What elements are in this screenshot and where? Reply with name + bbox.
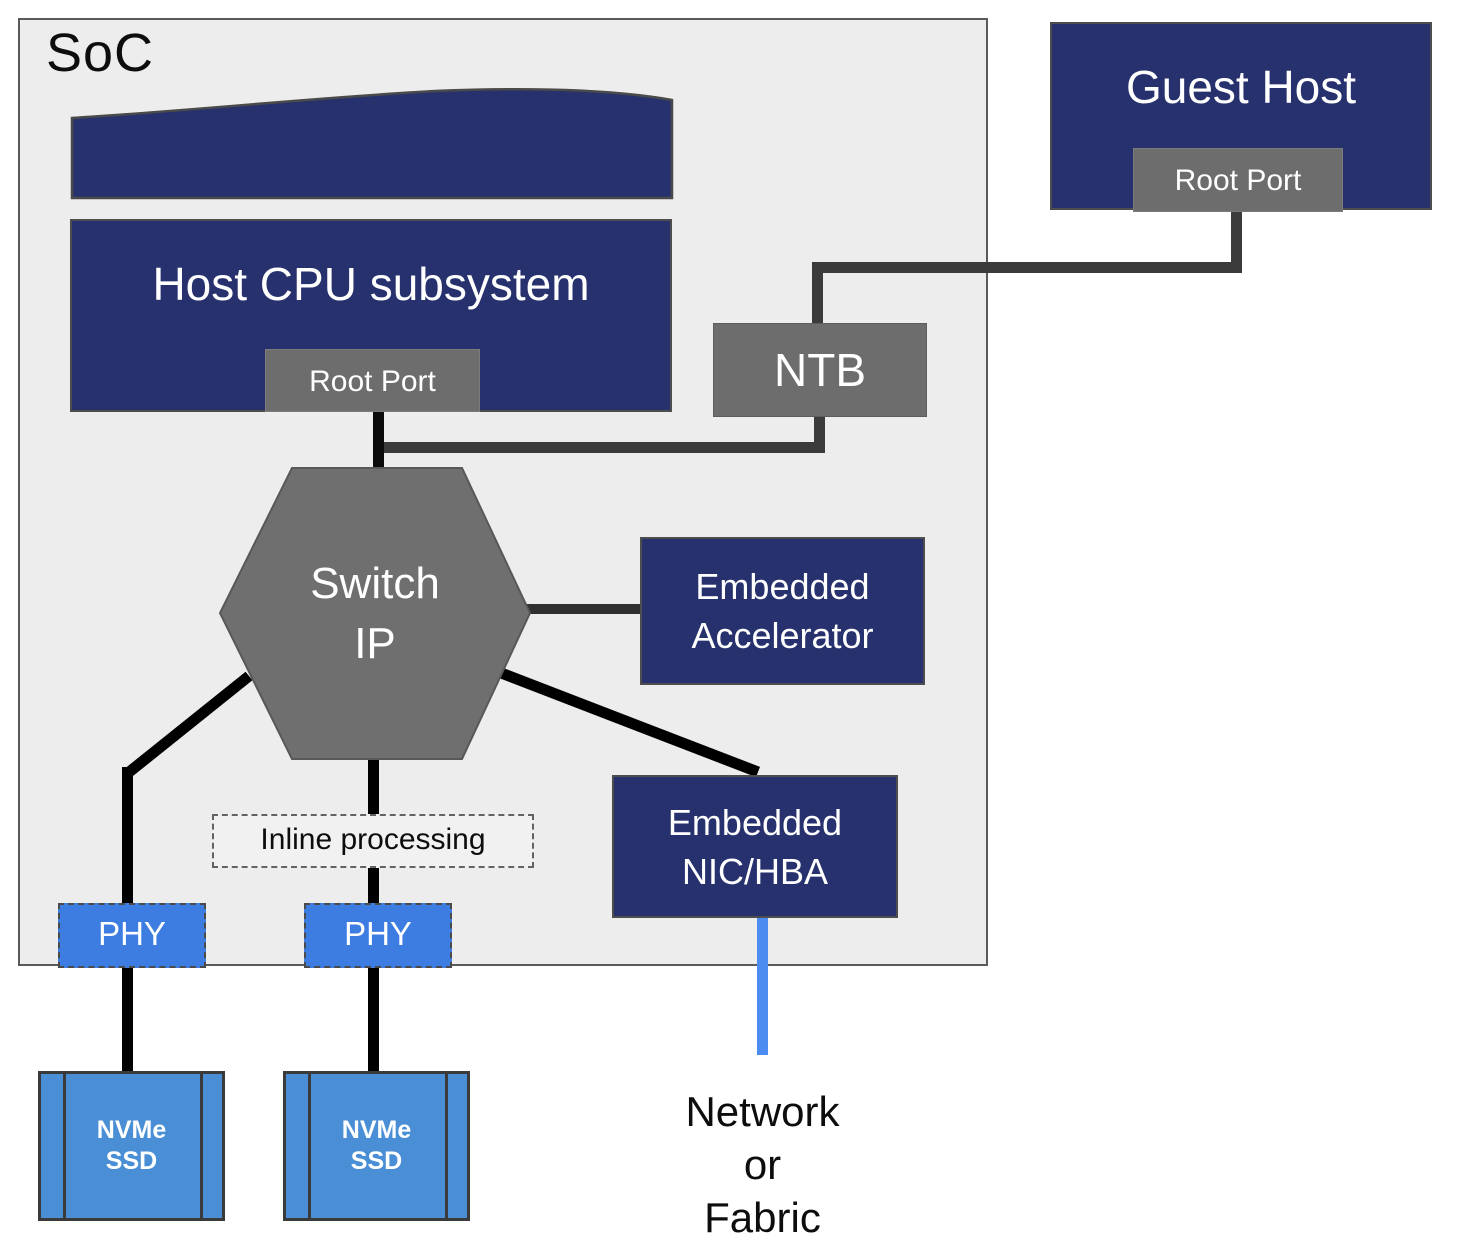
ssd-divider-line <box>63 1074 66 1218</box>
nvme-ssd-left-line1: NVMe <box>96 1116 167 1144</box>
connector-guestroot-vertical <box>1231 210 1242 273</box>
nvme-ssd-box-right: NVMe SSD <box>283 1071 470 1221</box>
network-fabric-line1: Network <box>685 1088 840 1135</box>
ssd-divider-line <box>445 1074 448 1218</box>
inline-processing-box: Inline processing <box>212 814 534 868</box>
phy-box-left: PHY <box>58 903 206 968</box>
network-fabric-label: Network or Fabric <box>640 1085 885 1244</box>
guest-root-port-box: Root Port <box>1133 148 1343 212</box>
host-root-port-box: Root Port <box>265 349 480 412</box>
host-cpu-label: Host CPU subsystem <box>152 258 590 310</box>
embedded-nic-hba-box: Embedded NIC/HBA <box>612 775 898 918</box>
ntb-label: NTB <box>774 344 866 396</box>
network-fabric-line2: or <box>743 1141 782 1188</box>
ssd-divider-line <box>308 1074 311 1218</box>
embedded-nic-line1: Embedded <box>667 801 843 843</box>
nvme-ssd-box-left: NVMe SSD <box>38 1071 225 1221</box>
soc-title: SoC <box>46 23 155 83</box>
host-root-port-label: Root Port <box>309 365 436 398</box>
inline-processing-label: Inline processing <box>260 823 486 856</box>
nvme-ssd-right-line1: NVMe <box>341 1116 412 1144</box>
embedded-accelerator-line2: Accelerator <box>691 615 874 656</box>
switch-ip-label: Switch IP <box>218 465 532 762</box>
host-cpu-subsystem-box: Host CPU subsystem <box>70 219 672 412</box>
ntb-box: NTB <box>713 323 927 417</box>
network-fabric-line3: Fabric <box>704 1194 821 1241</box>
guest-host-label: Guest Host <box>1125 61 1357 113</box>
nvme-ssd-right-line2: SSD <box>350 1147 403 1175</box>
switch-ip-line2: IP <box>354 618 396 668</box>
embedded-nic-line2: NIC/HBA <box>681 850 829 892</box>
embedded-accelerator-box: Embedded Accelerator <box>640 537 925 685</box>
embedded-accelerator-line1: Embedded <box>695 566 870 607</box>
phy-left-label: PHY <box>98 915 166 952</box>
phy-box-middle: PHY <box>304 903 452 968</box>
ssd-divider-line <box>200 1074 203 1218</box>
switch-ip-line1: Switch <box>310 558 440 608</box>
guest-root-port-label: Root Port <box>1174 164 1302 197</box>
phy-middle-label: PHY <box>344 915 412 952</box>
nvme-ssd-left-line2: SSD <box>105 1147 158 1175</box>
